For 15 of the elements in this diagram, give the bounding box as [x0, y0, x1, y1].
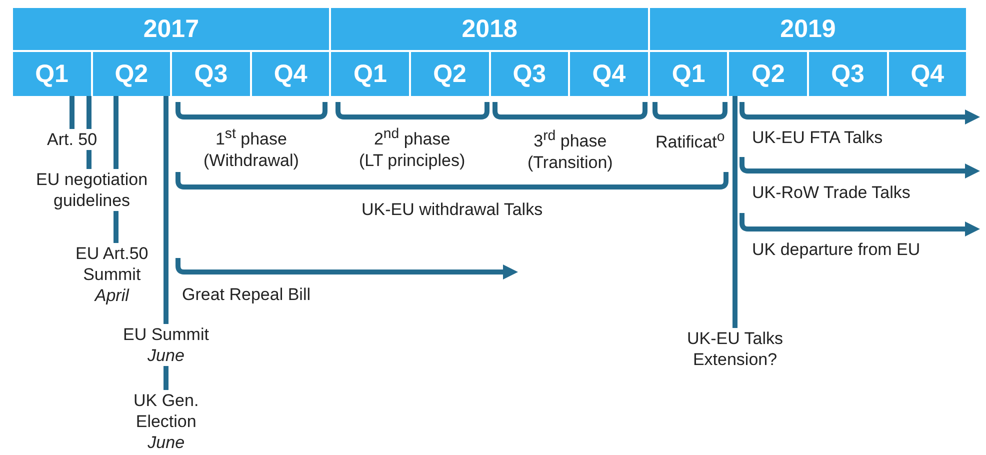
arrow-label: UK-EU FTA Talks	[752, 127, 883, 148]
event-label: UK Gen. Election	[134, 390, 199, 432]
bracket-label: 1$^{st}$ phase (Withdrawal)	[204, 125, 299, 171]
arrow-label: Great Repeal Bill	[182, 284, 311, 305]
event-date: April	[94, 285, 129, 306]
event-label: EU Art.50 Summit	[76, 243, 148, 285]
event-date: June	[148, 432, 185, 453]
arrow-label: UK departure from EU	[752, 239, 920, 260]
bracket-label: 2$^{nd}$ phase (LT principles)	[359, 125, 466, 171]
event-label: EU Summit	[123, 324, 209, 345]
bracket-label: Ratificat$^{o}$	[656, 128, 725, 153]
arrow-label: UK-RoW Trade Talks	[752, 182, 910, 203]
event-date: June	[148, 345, 184, 366]
bracket-label: UK-EU withdrawal Talks	[362, 199, 543, 220]
bracket-label: 3$^{rd}$ phase (Transition)	[528, 127, 613, 173]
